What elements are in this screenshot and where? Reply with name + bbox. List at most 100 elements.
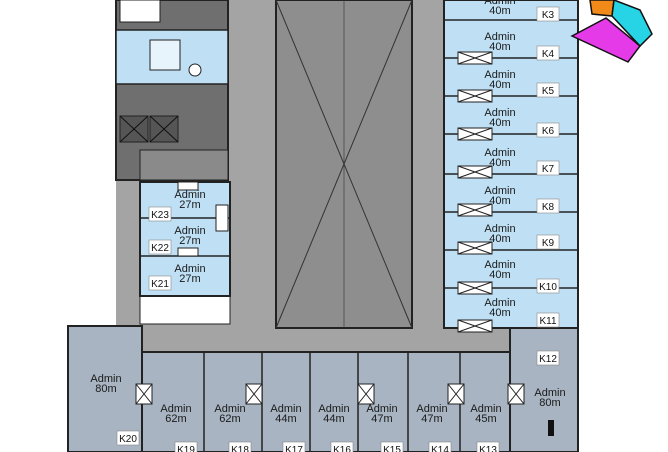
room-name: Admin <box>484 107 515 119</box>
room-name: Admin <box>484 259 515 271</box>
room-area: 40m <box>489 233 510 245</box>
room-id-tag: K13 <box>479 445 497 452</box>
door-box <box>447 383 465 405</box>
room-name: Admin <box>484 0 515 7</box>
door-box <box>457 241 493 255</box>
room-name: Admin <box>484 223 515 235</box>
atrium-void <box>275 0 413 329</box>
door-box <box>457 51 493 65</box>
room-id-tag: K17 <box>285 445 303 452</box>
room-k12: K12 <box>536 350 560 366</box>
room-id-tag: K7 <box>542 164 555 175</box>
room-name: Admin <box>484 297 515 309</box>
room-name: Admin <box>366 403 397 415</box>
door-box <box>135 383 153 405</box>
room-area: 44m <box>275 413 296 425</box>
room-area: 40m <box>489 307 510 319</box>
room-id-tag: K9 <box>542 238 555 249</box>
room-id-tag: K15 <box>383 445 401 452</box>
door-box <box>457 281 493 295</box>
room-area: 40m <box>489 157 510 169</box>
room-area: 40m <box>489 195 510 207</box>
room-id-tag: K4 <box>542 49 555 60</box>
room-name: Admin <box>318 403 349 415</box>
door-box <box>357 383 375 405</box>
room-area: 80m <box>95 383 116 395</box>
room-area: 62m <box>219 413 240 425</box>
room-name: Admin <box>214 403 245 415</box>
toilet-fixture <box>188 63 202 77</box>
room-area: 44m <box>323 413 344 425</box>
door-box <box>245 383 263 405</box>
room-id-tag: K22 <box>151 243 169 254</box>
room-name: Admin <box>174 189 205 201</box>
room-name: Admin <box>484 69 515 81</box>
room-k12-fixture <box>548 420 554 436</box>
room-id-tag: K10 <box>539 282 557 293</box>
room-id-tag: K14 <box>431 445 449 452</box>
room-id-tag: K18 <box>231 445 249 452</box>
service-core <box>115 0 231 325</box>
door-box <box>457 319 493 333</box>
door-box <box>457 165 493 179</box>
stairs-top <box>119 0 161 23</box>
room-id-tag: K5 <box>542 86 555 97</box>
room-area: 40m <box>489 269 510 281</box>
room-name: Admin <box>270 403 301 415</box>
room-area: 45m <box>475 413 496 425</box>
room-id-tag: K8 <box>542 202 555 213</box>
room-area: 80m <box>539 397 560 409</box>
room-area: 27m <box>179 273 200 285</box>
room-area: 47m <box>421 413 442 425</box>
room-area: 40m <box>489 5 510 17</box>
room-name: Admin <box>90 373 121 385</box>
stairs-bottom <box>139 295 231 325</box>
room-name: Admin <box>534 387 565 399</box>
door-box <box>507 383 525 405</box>
room-id-tag: K3 <box>542 10 555 21</box>
room-id-tag: K16 <box>333 445 351 452</box>
door-box <box>457 89 493 103</box>
room-id-tag: K23 <box>151 210 169 221</box>
room-id-tag: K21 <box>151 279 169 290</box>
room-id-tag: K19 <box>177 445 195 452</box>
room-name: Admin <box>484 31 515 43</box>
room-name: Admin <box>484 185 515 197</box>
room-id-tag: K6 <box>542 126 555 137</box>
room-area: 27m <box>179 235 200 247</box>
room-name: Admin <box>484 147 515 159</box>
room-name: Admin <box>470 403 501 415</box>
door-box <box>457 127 493 141</box>
room-name: Admin <box>416 403 447 415</box>
room-area: 62m <box>165 413 186 425</box>
room-name: Admin <box>174 263 205 275</box>
room-id-tag: K20 <box>119 434 137 445</box>
room-name: Admin <box>174 225 205 237</box>
room-area: 47m <box>371 413 392 425</box>
south-dividers <box>135 352 525 452</box>
room-id-tag: K11 <box>539 316 556 327</box>
room-id-tag: K12 <box>539 354 557 365</box>
